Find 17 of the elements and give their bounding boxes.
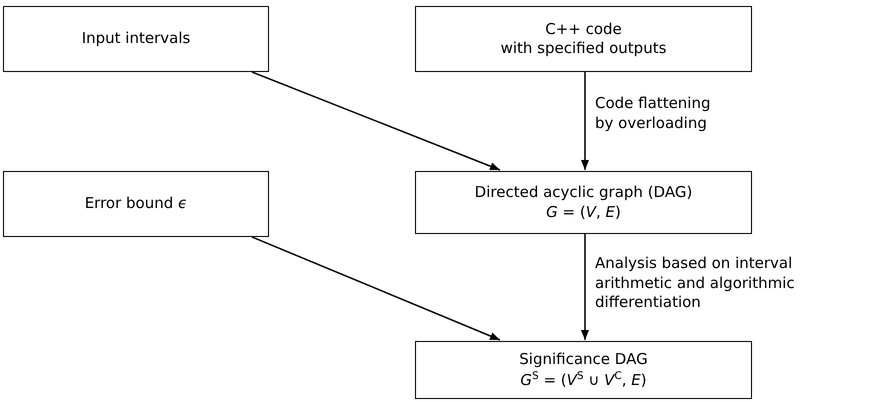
process-box [415, 6, 752, 72]
node-text: Input intervals [82, 29, 190, 49]
node-text: Significance DAG [519, 350, 648, 370]
arrow [581, 234, 589, 340]
arrow [252, 71, 500, 171]
node-text: Error bound ϵ [84, 194, 188, 214]
node-text: G = (V, E) [546, 202, 621, 222]
process-box [415, 171, 752, 234]
node-text: Directed acyclic graph (DAG) [474, 183, 692, 202]
arrow [581, 72, 589, 170]
node-text: C++ code [545, 20, 622, 39]
process-box [415, 341, 752, 399]
node-text: with specified outputs [500, 39, 666, 58]
process-box [3, 6, 269, 72]
process-box [3, 171, 269, 237]
arrow [252, 236, 500, 341]
node-text: G$^{S}$ = (V$^{S}$ ∪ V$^{C}$, E) [520, 370, 647, 390]
